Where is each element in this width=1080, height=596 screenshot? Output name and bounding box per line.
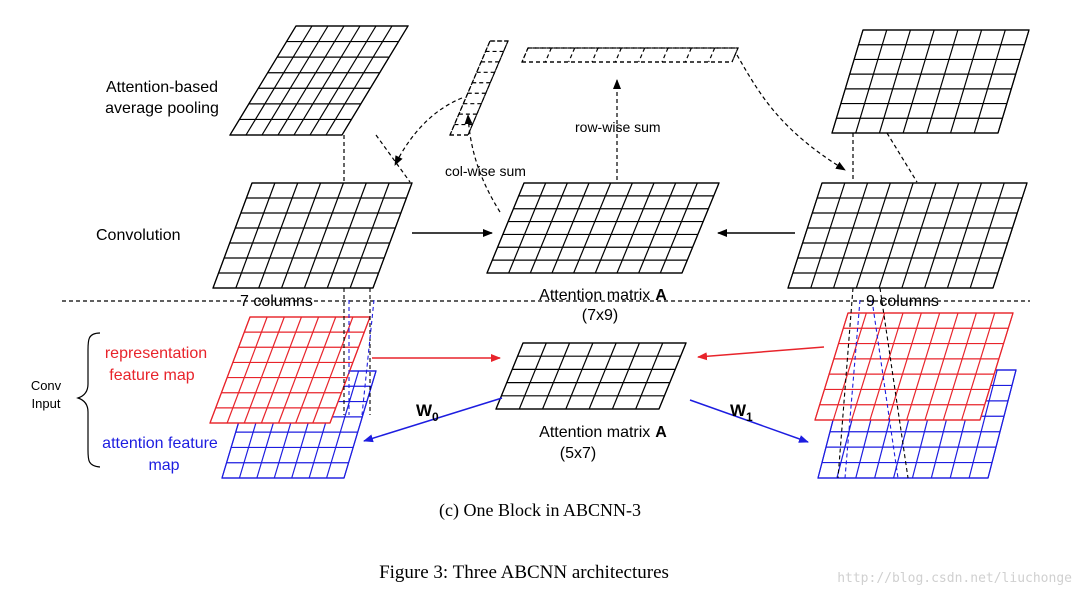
- seven-columns-label: 7 columns: [240, 293, 313, 310]
- conv-input-brace: [76, 332, 101, 468]
- w1-arrow: [689, 399, 809, 443]
- w0-arrow: [363, 397, 503, 443]
- pooling-label-line2: average pooling: [105, 100, 219, 117]
- attention-matrix-7x9: [486, 182, 720, 274]
- rep-map-left-red-grid: [209, 316, 371, 424]
- input-links-left: [343, 288, 371, 415]
- w0-label: W0: [416, 401, 439, 424]
- watermark: http://blog.csdn.net/liuchonge: [837, 571, 1072, 586]
- pooling-label-line1: Attention-based: [106, 79, 218, 96]
- rep-right-to-attention-arrow: [697, 346, 825, 361]
- col-wise-vector: [449, 40, 509, 136]
- conv-input-label-line2: Input: [32, 396, 61, 411]
- grid-layer: [209, 25, 1030, 479]
- pooling-left-grid: [228, 25, 410, 136]
- pooling-right-grid: [831, 29, 1030, 134]
- rep-map-right-red-grid: [814, 312, 1014, 421]
- input-links-right-blue: [844, 299, 899, 479]
- input-links-right: [837, 287, 909, 479]
- attention-matrix-5x7: [495, 342, 687, 410]
- input-links-left-blue: [348, 299, 375, 416]
- nine-columns-label: 9 columns: [866, 293, 939, 310]
- convolution-label: Convolution: [96, 227, 181, 244]
- attention-map-label-line2: map: [148, 457, 179, 474]
- col-wise-sum-label: col-wise sum: [445, 163, 526, 179]
- representation-map-label-line1: representation: [105, 345, 207, 362]
- row-wise-sum-label: row-wise sum: [575, 119, 661, 135]
- attention-matrix-bottom-size: (5x7): [560, 445, 596, 462]
- w1-label: W1: [730, 401, 753, 424]
- subfigure-caption: (c) One Block in ABCNN-3: [439, 500, 641, 521]
- convolution-left-grid: [212, 182, 413, 289]
- representation-map-label-line2: feature map: [109, 367, 194, 384]
- attention-map-label-line1: attention feature: [102, 435, 218, 452]
- attention-matrix-top-size: (7x9): [582, 307, 618, 324]
- figure-caption: Figure 3: Three ABCNN architectures: [379, 562, 669, 583]
- pooling-links: [343, 132, 918, 183]
- sum-arrows: [394, 54, 846, 213]
- row-wise-vector: [521, 47, 739, 63]
- convolution-right-grid: [787, 182, 1028, 289]
- conv-input-label-line1: Conv: [31, 378, 62, 393]
